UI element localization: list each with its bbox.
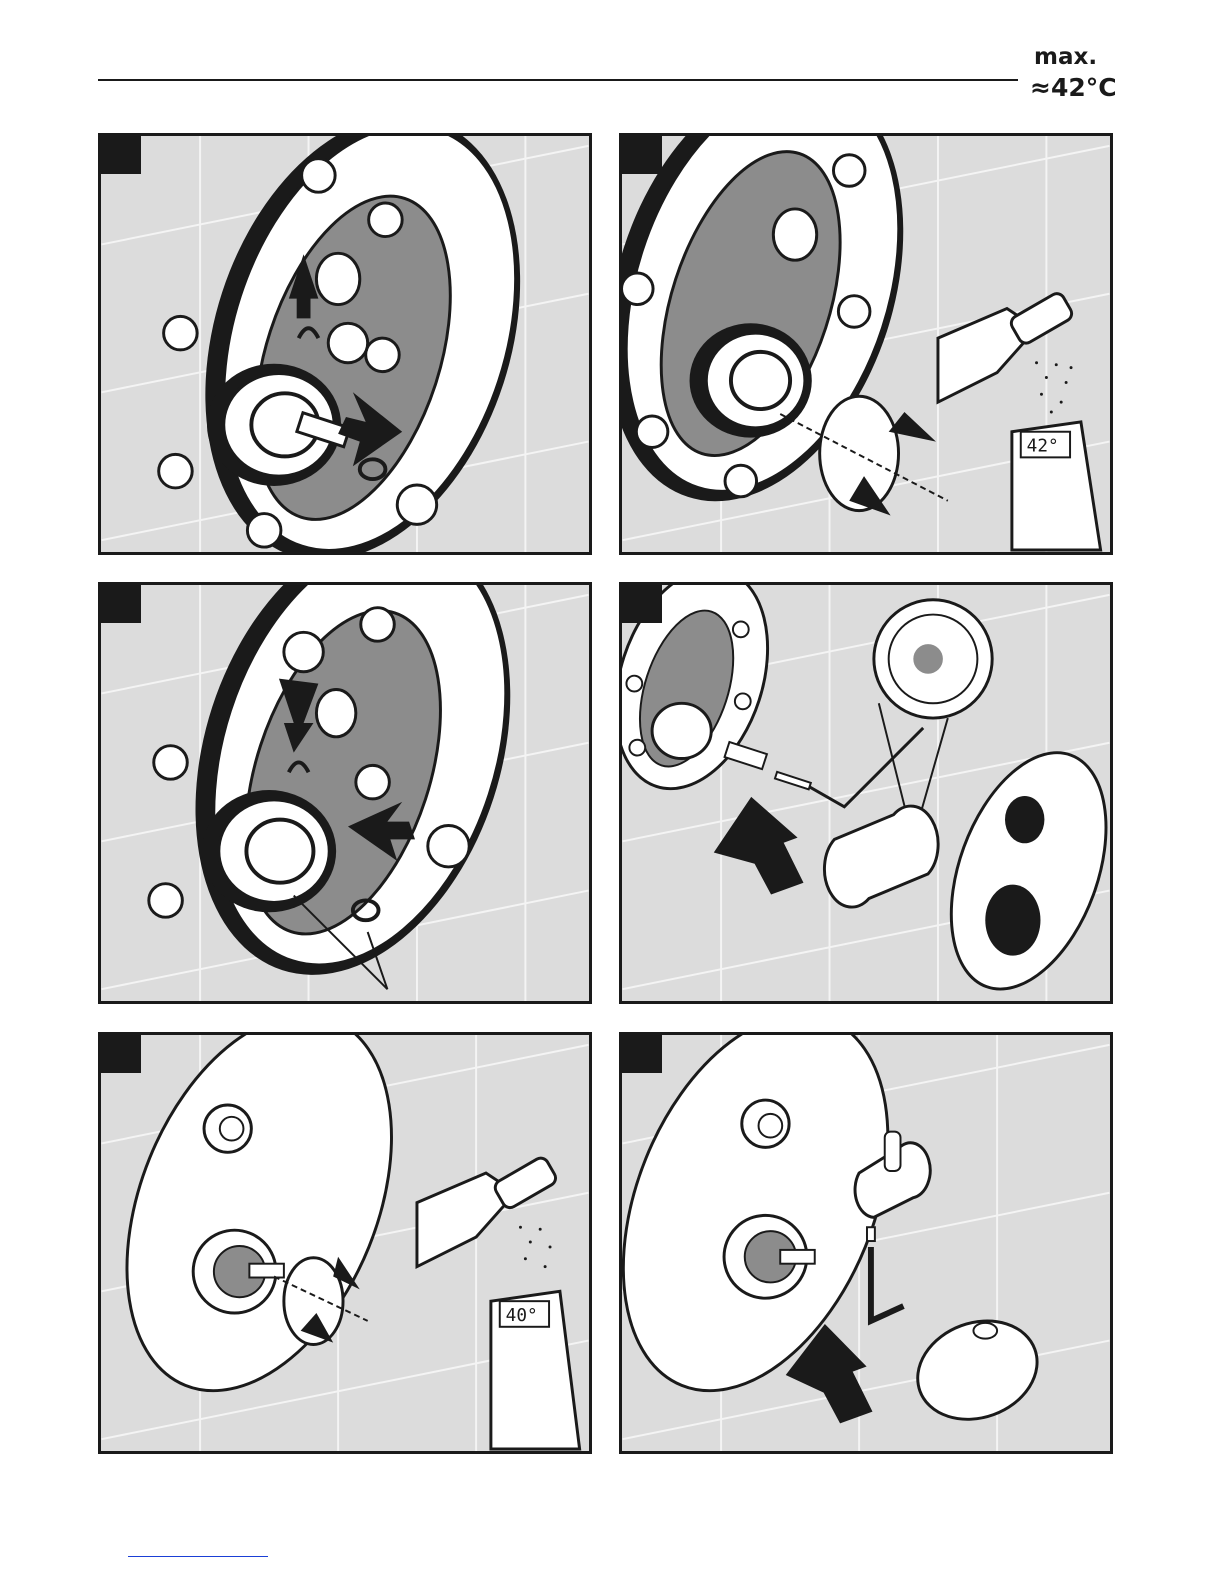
step-6-illustration [622, 1035, 1110, 1451]
step-panel-3 [98, 582, 592, 1004]
thermometer-reading: 42° [1027, 436, 1059, 456]
max-label: max. [1034, 46, 1180, 69]
step-panel-4 [619, 582, 1113, 1004]
step-panel-2: 42° [619, 133, 1113, 555]
step-4-illustration [622, 585, 1110, 1001]
max-temperature-label: max. ≈42°C [1030, 46, 1180, 100]
step-marker-tab [622, 585, 662, 623]
callout-circle-1 [284, 632, 323, 671]
step-marker-tab [622, 136, 662, 174]
handle-sleeve [824, 806, 938, 907]
step-marker-tab [101, 136, 141, 174]
header-rule [98, 79, 1018, 81]
step-panel-6 [619, 1032, 1113, 1454]
callout-circle-1 [328, 323, 367, 362]
shower-head-icon [1008, 291, 1074, 346]
step-panel-1 [98, 133, 592, 555]
step-2-illustration: 42° [622, 136, 1110, 552]
footer-link-underline [128, 1556, 268, 1557]
step-3-illustration [101, 585, 589, 1001]
step-marker-tab [622, 1035, 662, 1073]
step-marker-tab [101, 585, 141, 623]
callout-circle-2 [397, 485, 436, 524]
step-5-illustration: 40° [101, 1035, 589, 1451]
step-panel-5: 40° [98, 1032, 592, 1454]
step-marker-tab [101, 1035, 141, 1073]
allen-key-icon [871, 1247, 904, 1321]
grub-screw [867, 1227, 875, 1241]
callout-circle-2 [428, 826, 469, 867]
thermometer-reading: 40° [506, 1306, 538, 1326]
temperature-value: ≈42°C [1030, 75, 1180, 100]
step-1-illustration [101, 136, 589, 552]
cover-plate [922, 731, 1110, 1001]
shower-head-icon [492, 1155, 558, 1210]
